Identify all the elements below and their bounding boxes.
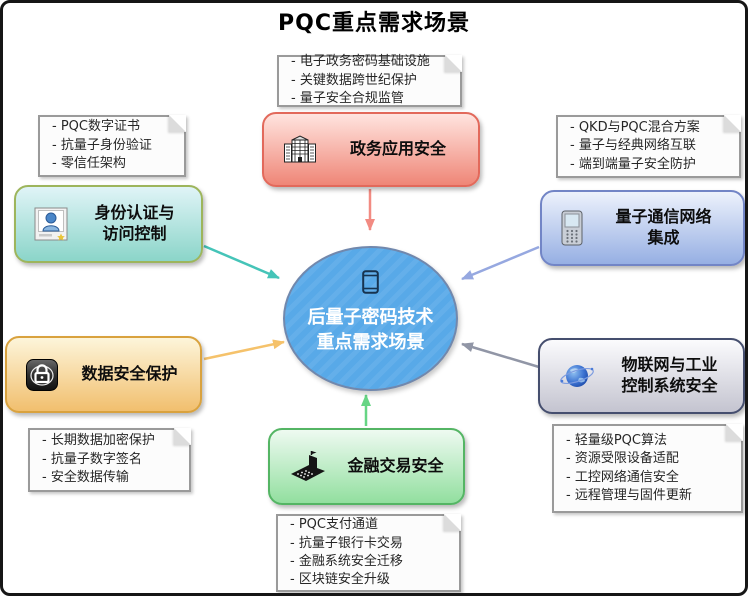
center-node-label: 后量子密码技术 重点需求场景 [308,305,434,355]
node-label-line: 控制系统安全 [621,376,718,395]
center-label-line: 后量子密码技术 [307,306,434,328]
note-line: - PQC数字证书 [52,119,140,135]
note-gov-details: - 电子政务密码基础设施 - 关键数据跨世纪保护 - 量子安全合规监管 [277,54,462,107]
note-line: - PQC支付通道 [290,517,378,533]
note-line: - 长期数据加密保护 [42,433,155,449]
note-data-details: - 长期数据加密保护 - 抗量子数字签名 - 安全数据传输 [28,428,191,492]
note-line: - 量子与经典网络互联 [570,138,696,154]
arrow-identity-to-center [203,244,280,280]
note-line: - 安全数据传输 [42,470,129,486]
note-iot-details: - 轻量级PQC算法 - 资源受限设备适配 - 工控网络通信安全 - 远程管理与… [552,424,743,513]
note-line: - 抗量子数字签名 [42,451,142,467]
pos-terminal-icon [288,450,328,484]
note-line: - 量子安全合规监管 [291,91,404,107]
note-line: - 端到端量子安全防护 [570,156,696,172]
center-label-line: 重点需求场景 [316,332,425,353]
note-identity-details: - PQC数字证书 - 抗量子身份验证 - 零信任架构 [38,115,186,177]
node-finance-transaction-security: 金融交易安全 [268,428,465,505]
note-line: - 区块链安全升级 [290,572,390,588]
node-label-line: 政务应用安全 [349,139,446,159]
node-label: 数据安全保护 [69,364,190,385]
globe-icon [558,360,596,392]
arrow-iot-to-center [461,342,540,369]
node-label-line: 数据安全保护 [81,364,178,384]
note-line: - 关键数据跨世纪保护 [291,72,417,88]
note-line: - 工控网络通信安全 [566,469,679,485]
node-label: 政务应用安全 [328,139,468,160]
diagram-title: PQC重点需求场景 [278,11,470,36]
node-identity-access-control: 身份认证与 访问控制 [14,185,203,263]
node-label: 量子通信网络 集成 [594,207,733,249]
note-line: - QKD与PQC混合方案 [570,119,700,135]
node-label-line: 集成 [647,228,680,247]
arrow-quantum-to-center [461,245,540,281]
note-line: - 轻量级PQC算法 [566,432,667,448]
node-label: 物联网与工业 控制系统安全 [606,355,733,397]
node-label: 金融交易安全 [338,456,453,477]
user-access-icon [34,207,68,241]
note-line: - 金融系统安全迁移 [290,554,403,569]
note-quantum-details: - QKD与PQC混合方案 - 量子与经典网络互联 - 端到端量子安全防护 [556,115,741,178]
note-line: - 资源受限设备适配 [566,451,679,467]
note-line: - 抗量子身份验证 [52,137,152,153]
node-data-security: 数据安全保护 [5,336,202,413]
node-label-line: 访问控制 [102,224,167,243]
node-label-line: 量子通信网络 [615,207,712,227]
note-finance-details: - PQC支付通道 - 抗量子银行卡交易 - 金融系统安全迁移 - 区块链安全升… [276,514,461,592]
node-iot-ics-security: 物联网与工业 控制系统安全 [538,338,745,414]
smartphone-icon [362,270,379,298]
node-label-line: 身份认证与 [94,203,175,223]
note-line: - 电子政务密码基础设施 [291,54,430,70]
node-label-line: 物联网与工业 [621,355,718,375]
note-line: - 远程管理与固件更新 [566,487,692,503]
center-node-pqc-scenarios: 后量子密码技术 重点需求场景 [283,246,458,391]
note-line: - 零信任架构 [52,156,126,172]
node-label: 身份认证与 访问控制 [78,203,191,245]
arrow-data-to-center [203,339,285,361]
lock-icon [25,358,59,392]
node-label-line: 金融交易安全 [347,456,444,476]
building-icon [282,134,318,166]
note-line: - 抗量子银行卡交易 [290,535,403,551]
node-gov-app-security: 政务应用安全 [262,112,480,187]
node-quantum-network-integration: 量子通信网络 集成 [540,190,745,266]
mobile-phone-icon [560,210,584,246]
